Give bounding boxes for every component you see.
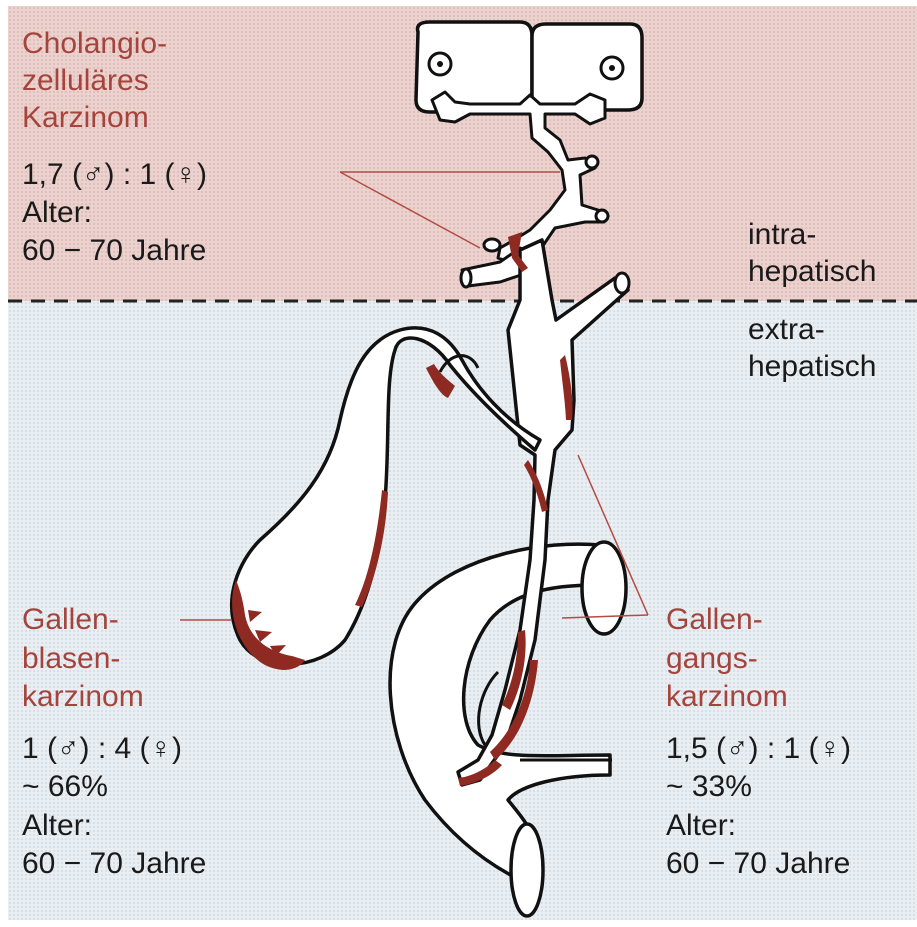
gallbladder-age-label: Alter: <box>22 808 92 843</box>
gallbladder-title-line-3: karzinom <box>22 679 144 714</box>
duodenum-opening-bottom <box>511 824 543 916</box>
nucleolus-left <box>437 61 443 67</box>
region-extra-label-1: extra- <box>748 312 825 347</box>
region-extra-label-2: hepatisch <box>748 349 876 384</box>
region-intra-label-1: intra- <box>748 217 816 252</box>
duodenum-opening-top <box>582 542 626 634</box>
cholangio-age-value: 60 − 70 Jahre <box>22 233 206 268</box>
cholangio-title-line-2: zelluläres <box>22 63 149 98</box>
cholangio-sex-ratio: 1,7 (♂) : 1 (♀) <box>22 157 207 192</box>
bileduct-age-label: Alter: <box>666 808 736 843</box>
gallbladder-age-value: 60 − 70 Jahre <box>22 846 206 881</box>
gallbladder-share: ~ 66% <box>22 769 108 804</box>
cholangio-title-line-1: Cholangio- <box>22 26 167 61</box>
nucleolus-right <box>609 65 615 71</box>
cholangio-age-label: Alter: <box>22 195 92 230</box>
bileduct-age-value: 60 − 70 Jahre <box>666 846 850 881</box>
bileduct-title-line-3: karzinom <box>666 679 788 714</box>
cholangio-title-line-3: Karzinom <box>22 100 149 135</box>
bileduct-title-line-2: gangs- <box>666 641 758 676</box>
gallbladder-title-line-1: Gallen- <box>22 602 119 637</box>
region-intra-label-2: hepatisch <box>748 254 876 289</box>
bileduct-share: ~ 33% <box>666 769 752 804</box>
bileduct-title-line-1: Gallen- <box>666 602 763 637</box>
gallbladder-title-line-2: blasen- <box>22 641 120 676</box>
gallbladder-sex-ratio: 1 (♂) : 4 (♀) <box>22 731 182 766</box>
bileduct-sex-ratio: 1,5 (♂) : 1 (♀) <box>666 731 851 766</box>
